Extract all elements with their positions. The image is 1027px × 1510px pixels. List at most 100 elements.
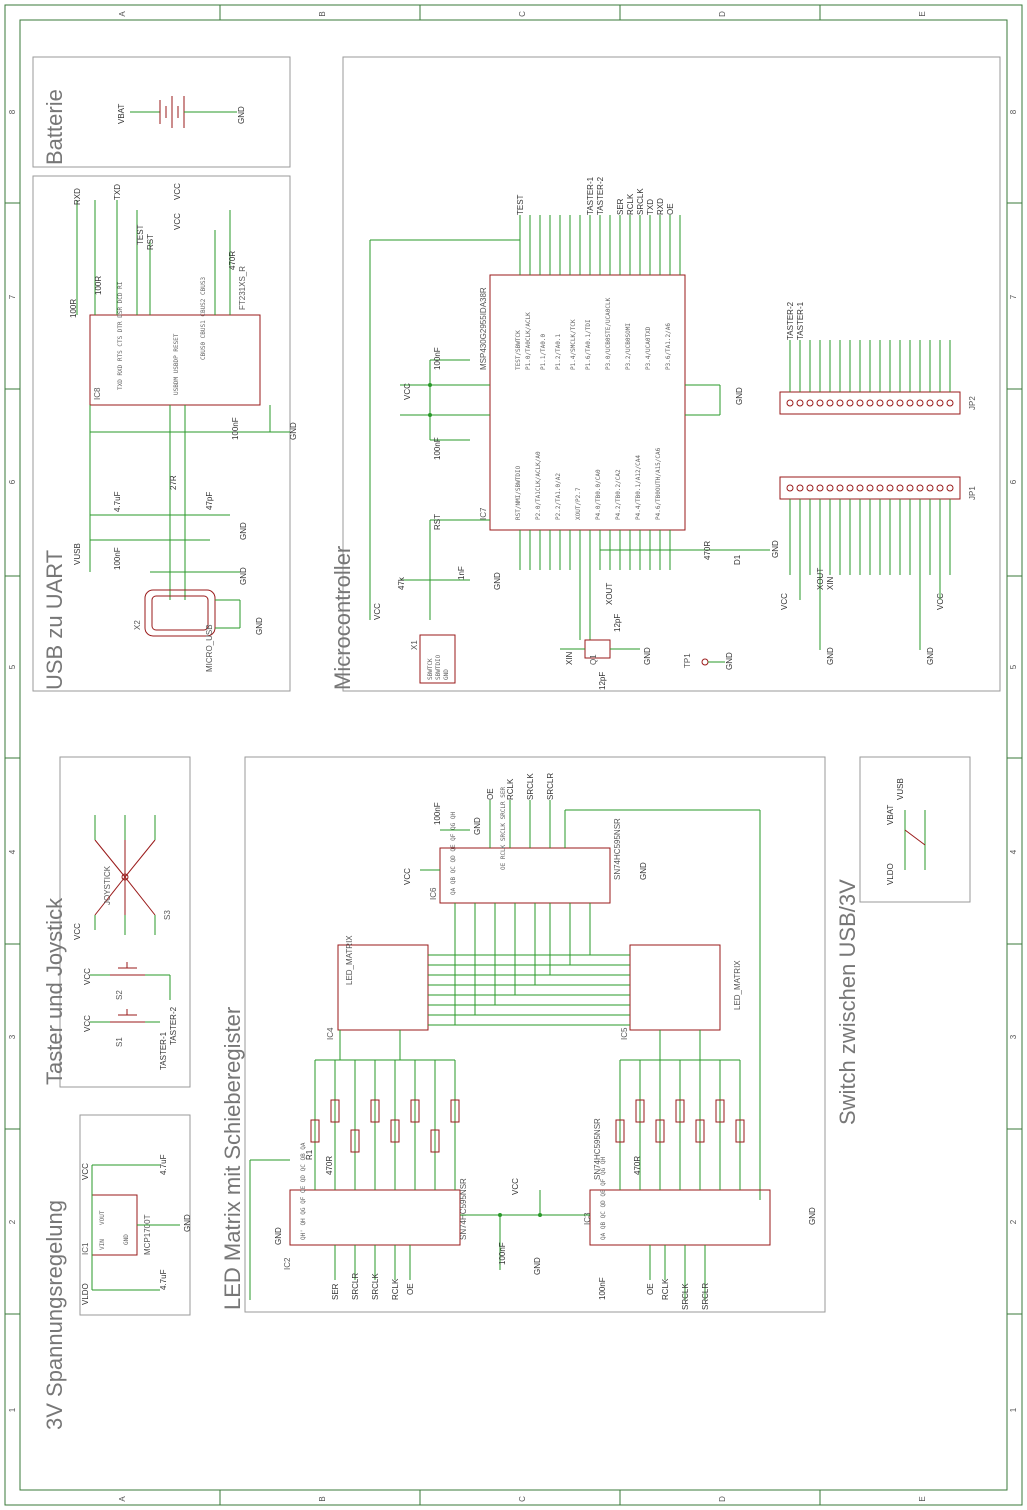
svg-text:GND: GND	[183, 1214, 192, 1232]
led-matrix-ic4: IC4 LED_MATRIX	[326, 935, 429, 1040]
svg-text:TASTER-1: TASTER-1	[796, 301, 805, 340]
svg-text:SN74HC595NSR: SN74HC595NSR	[593, 1118, 602, 1180]
svg-text:IC3: IC3	[583, 1212, 592, 1225]
svg-text:GND: GND	[493, 572, 502, 590]
svg-text:8: 8	[1009, 109, 1018, 114]
svg-text:100nF: 100nF	[433, 802, 442, 825]
msp430-top-pins: TEST TASTER-1 TASTER-2 SER RCLK SRCLK TX…	[369, 176, 681, 620]
svg-text:Q1: Q1	[589, 654, 598, 665]
svg-text:100R: 100R	[94, 276, 103, 295]
svg-text:P1.2/TA0.1: P1.2/TA0.1	[555, 333, 562, 370]
battery-vbat-label: VBAT	[117, 104, 126, 124]
switch-usb-3v: VBAT VUSB VLDO	[886, 778, 926, 885]
col-label-a-bottom: A	[118, 1496, 127, 1502]
svg-text:IC7: IC7	[479, 507, 488, 520]
svg-text:1nF: 1nF	[457, 566, 466, 580]
svg-text:100R: 100R	[69, 299, 78, 318]
testpoint-tp1: TP1 GND	[683, 652, 734, 670]
svg-text:RCLK: RCLK	[391, 1278, 400, 1300]
mcu-taster2-label: TASTER-2	[596, 176, 605, 215]
svg-text:GND: GND	[735, 387, 744, 405]
svg-text:VCC: VCC	[403, 868, 412, 885]
msp430-bottom-pins: RST 47k 1nF GND VCC 470R D1 GND XOUT XIN	[373, 514, 780, 665]
svg-text:JP2: JP2	[968, 396, 977, 410]
svg-text:OE: OE	[666, 203, 675, 215]
svg-text:OE RCLK SRCLK SRCLR SER: OE RCLK SRCLK SRCLR SER	[500, 787, 507, 870]
mcu-test-label: TEST	[516, 194, 525, 215]
svg-text:CBUS0 CBUS1 CBUS2 CBUS3: CBUS0 CBUS1 CBUS2 CBUS3	[200, 277, 207, 360]
svg-text:XOUT: XOUT	[816, 568, 825, 590]
block-title-mcu: Microcontroller	[330, 546, 355, 690]
svg-text:VOUT: VOUT	[99, 1210, 106, 1225]
usb-uart-labels: RXD TXD RST TEST VCC VCC 100R 100R 470R …	[69, 183, 298, 585]
svg-text:GND: GND	[473, 817, 482, 835]
svg-text:SN74HC595NSR: SN74HC595NSR	[459, 1178, 468, 1240]
svg-text:MICRO_USB: MICRO_USB	[205, 624, 214, 672]
svg-text:SRCLK: SRCLK	[371, 1273, 380, 1300]
svg-text:P3.2/UCB0SOMI: P3.2/UCB0SOMI	[625, 323, 632, 370]
svg-text:P3.4/UCA0TXD: P3.4/UCA0TXD	[645, 326, 652, 370]
battery-gnd-label: GND	[237, 106, 246, 124]
header-jp1: JP1 VCC GND GND VCC XOUT XIN	[779, 476, 977, 665]
svg-text:2: 2	[1009, 1219, 1018, 1224]
row-labels-right: 1 2 3 4 5 6 7 8	[1009, 109, 1018, 1412]
block-usb-uart	[32, 175, 291, 692]
svg-text:TXD: TXD	[646, 199, 655, 215]
svg-text:MCP1700T: MCP1700T	[143, 1214, 152, 1255]
battery-symbol: VBAT GND	[117, 96, 246, 128]
svg-text:FT231XS_R: FT231XS_R	[238, 266, 247, 310]
svg-text:MSP430G2955IDA38R: MSP430G2955IDA38R	[479, 287, 488, 370]
svg-text:XIN: XIN	[826, 576, 835, 590]
svg-text:VIN: VIN	[99, 1239, 106, 1250]
mcu-xin-label: XIN	[565, 651, 574, 665]
svg-text:GND: GND	[725, 652, 734, 670]
sbw-connector-x1: X1 SBWTCK SBWTDIO GND	[410, 634, 456, 684]
svg-text:GND: GND	[239, 522, 248, 540]
svg-text:IC1: IC1	[81, 1242, 90, 1255]
net-rst-label: RST	[146, 234, 155, 250]
svg-text:TASTER-1: TASTER-1	[159, 1031, 168, 1070]
crystal-q1: Q1 12pF 12pF GND	[560, 614, 652, 690]
svg-text:SRCLR: SRCLR	[351, 1273, 360, 1300]
block-led-matrix	[244, 756, 826, 1313]
svg-text:GND: GND	[123, 1234, 130, 1245]
svg-text:SRCLK: SRCLK	[526, 773, 535, 800]
block-buttons-joystick	[59, 756, 191, 1088]
svg-text:GND: GND	[255, 617, 264, 635]
svg-text:P3.0/UCB0STE/UCA0CLK: P3.0/UCB0STE/UCA0CLK	[605, 297, 612, 370]
sheet-inner-border	[19, 19, 1008, 1491]
block-title-battery: Batterie	[42, 89, 67, 165]
svg-text:IC8: IC8	[93, 387, 102, 400]
svg-text:27R: 27R	[169, 475, 178, 490]
mcu-xout-label: XOUT	[605, 583, 614, 605]
svg-text:USBDM USBDP RESET: USBDM USBDP RESET	[173, 333, 180, 395]
block-title-ledmatrix: LED Matrix mit Schieberegister	[220, 1007, 245, 1310]
ic6-control-lines: OE RCLK SRCLK SRCLR VCC 100nF GND GND	[403, 773, 761, 1200]
svg-text:QH' QH QG QF QE QD QC QB QA: QH' QH QG QF QE QD QC QB QA	[300, 1142, 307, 1240]
row-label-3: 3	[8, 1034, 17, 1039]
svg-text:SRCLR: SRCLR	[701, 1283, 710, 1310]
svg-text:100nF: 100nF	[498, 1242, 507, 1265]
svg-text:VCC: VCC	[173, 213, 182, 230]
svg-text:GND: GND	[443, 669, 450, 680]
svg-text:RCLK: RCLK	[626, 193, 635, 215]
switch-vldo-label: VLDO	[886, 863, 895, 885]
svg-text:P3.6/TA1.2/A6: P3.6/TA1.2/A6	[665, 323, 672, 370]
svg-text:GND: GND	[643, 647, 652, 665]
svg-text:6: 6	[1009, 479, 1018, 484]
svg-text:IC5: IC5	[620, 1027, 629, 1040]
block-title-buttons: Taster und Joystick	[42, 897, 67, 1085]
row-label-7: 7	[8, 294, 17, 299]
col-label-b-bottom: B	[318, 1496, 327, 1501]
svg-text:12pF: 12pF	[613, 614, 622, 632]
micro-usb-connector: X2 MICRO_USB GND	[133, 589, 264, 672]
resistor-r1-label: R1	[305, 1149, 314, 1160]
svg-text:S3: S3	[163, 910, 172, 920]
svg-text:P4.2/TB0.2/CA2: P4.2/TB0.2/CA2	[615, 469, 622, 520]
svg-text:GND: GND	[826, 647, 835, 665]
block-title-usb: USB zu UART	[42, 550, 67, 690]
resistor-bank-left: R1 470R	[305, 1030, 460, 1190]
svg-text:SER: SER	[331, 1283, 340, 1300]
svg-text:GND: GND	[808, 1207, 817, 1225]
svg-text:470R: 470R	[633, 1156, 642, 1175]
